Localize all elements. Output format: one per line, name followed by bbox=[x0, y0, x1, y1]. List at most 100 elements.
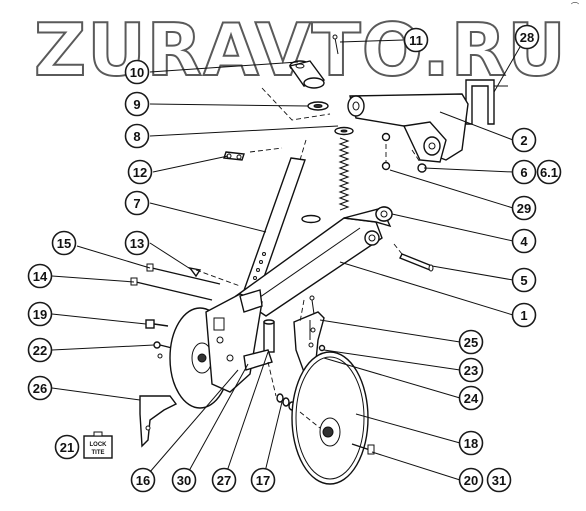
part-8-spring bbox=[301, 126, 354, 224]
callout-circle bbox=[124, 91, 150, 117]
callout-label: 21 bbox=[60, 440, 74, 455]
callout-label: 8 bbox=[133, 129, 140, 144]
callout-circle bbox=[458, 357, 484, 383]
callout-c14: 14 bbox=[27, 263, 53, 289]
part-26-scraper bbox=[139, 395, 178, 448]
callout-circle bbox=[403, 27, 429, 53]
callout-c13: 13 bbox=[124, 230, 150, 256]
callout-c15: 15 bbox=[51, 230, 77, 256]
callout-label: 14 bbox=[33, 269, 48, 284]
part-18-disc bbox=[291, 351, 369, 485]
callout-circle bbox=[458, 467, 484, 493]
part-30-bracket bbox=[243, 319, 275, 371]
callout-label: 4 bbox=[520, 234, 528, 249]
part-shank-frame bbox=[205, 289, 263, 393]
callout-c28: 28 bbox=[514, 24, 540, 50]
callout-c17: 17 bbox=[250, 467, 276, 493]
callout-c18: 18 bbox=[458, 430, 484, 456]
callout-circle bbox=[511, 159, 537, 185]
callout-c16: 16 bbox=[130, 467, 156, 493]
callout-circle bbox=[124, 230, 150, 256]
callout-circle bbox=[458, 430, 484, 456]
callout-c25: 25 bbox=[458, 329, 484, 355]
corner-mark: ⌒ bbox=[571, 2, 579, 11]
callout-c10: 10 bbox=[124, 59, 150, 85]
callout-c8: 8 bbox=[124, 123, 150, 149]
callout-c6: 6 bbox=[511, 159, 537, 185]
callout-label: 22 bbox=[33, 343, 47, 358]
callout-circle bbox=[511, 267, 537, 293]
callout-label: 12 bbox=[133, 165, 147, 180]
callout-c21: 21 bbox=[54, 434, 80, 460]
callout-circle bbox=[124, 123, 150, 149]
callout-label: 6.1 bbox=[540, 165, 558, 180]
part-28-u-bolt bbox=[465, 79, 508, 125]
callout-c1: 1 bbox=[511, 302, 537, 328]
watermark-text: ZURAVTO.RU bbox=[34, 8, 567, 92]
callout-label: 20 bbox=[464, 473, 478, 488]
part-19-bolt bbox=[145, 319, 169, 329]
callout-circle bbox=[51, 230, 77, 256]
part-29-nut bbox=[381, 161, 391, 171]
callout-label: 11 bbox=[409, 33, 423, 48]
callout-label: 13 bbox=[130, 236, 144, 251]
callout-label: 30 bbox=[177, 473, 191, 488]
callout-label: 17 bbox=[256, 473, 270, 488]
callout-label: 31 bbox=[492, 473, 506, 488]
callout-c22: 22 bbox=[27, 337, 53, 363]
callout-c2: 2 bbox=[511, 127, 537, 153]
leader-lines bbox=[51, 39, 521, 481]
part-20-bolt bbox=[351, 443, 375, 455]
part-17-washers bbox=[276, 393, 296, 411]
part-15-bolt bbox=[146, 263, 221, 285]
callout-circle bbox=[130, 467, 156, 493]
callout-circle bbox=[458, 329, 484, 355]
part-11-pin bbox=[332, 34, 339, 55]
callout-label: 5 bbox=[520, 273, 527, 288]
callout-circle bbox=[511, 302, 537, 328]
callout-c19: 19 bbox=[27, 301, 53, 327]
callout-circle bbox=[458, 385, 484, 411]
callout-circle bbox=[511, 228, 537, 254]
callout-label: 9 bbox=[133, 97, 140, 112]
callout-label: 10 bbox=[130, 65, 144, 80]
callout-c4: 4 bbox=[511, 228, 537, 254]
part-22-bolt bbox=[153, 341, 173, 359]
part-21-loctite-icon: LOCK TITE bbox=[83, 431, 113, 459]
callout-label: 2 bbox=[520, 133, 527, 148]
callout-circle bbox=[514, 24, 540, 50]
callout-c7: 7 bbox=[124, 190, 150, 216]
part-25-bracket bbox=[293, 295, 325, 401]
callout-label: 23 bbox=[464, 363, 478, 378]
part-5-pin bbox=[399, 253, 434, 272]
callout-label: 28 bbox=[520, 30, 534, 45]
part-14-bolt bbox=[130, 277, 213, 301]
callout-circle bbox=[250, 467, 276, 493]
callout-label: 15 bbox=[57, 236, 71, 251]
part-2-nut bbox=[381, 132, 391, 142]
callout-label: 18 bbox=[464, 436, 478, 451]
callout-c31: 31 bbox=[486, 467, 512, 493]
part-13-clip bbox=[188, 266, 202, 278]
callout-c27: 27 bbox=[211, 467, 237, 493]
callout-c30: 30 bbox=[171, 467, 197, 493]
callout-circle bbox=[127, 159, 153, 185]
callout-circle bbox=[171, 467, 197, 493]
callout-c12: 12 bbox=[127, 159, 153, 185]
callout-circle bbox=[27, 337, 53, 363]
part-10-bushing bbox=[288, 60, 326, 89]
callout-circle bbox=[124, 190, 150, 216]
callout-c20: 20 bbox=[458, 467, 484, 493]
callout-c24: 24 bbox=[458, 385, 484, 411]
loctite-line-2: TITE bbox=[92, 450, 105, 456]
callout-label: 19 bbox=[33, 307, 47, 322]
callout-circle bbox=[124, 59, 150, 85]
callout-circle bbox=[27, 301, 53, 327]
part-23-nut bbox=[318, 344, 326, 352]
callout-label: 29 bbox=[517, 201, 531, 216]
callout-circle bbox=[486, 467, 512, 493]
callout-label: 7 bbox=[133, 196, 140, 211]
part-9-washer bbox=[307, 101, 329, 111]
